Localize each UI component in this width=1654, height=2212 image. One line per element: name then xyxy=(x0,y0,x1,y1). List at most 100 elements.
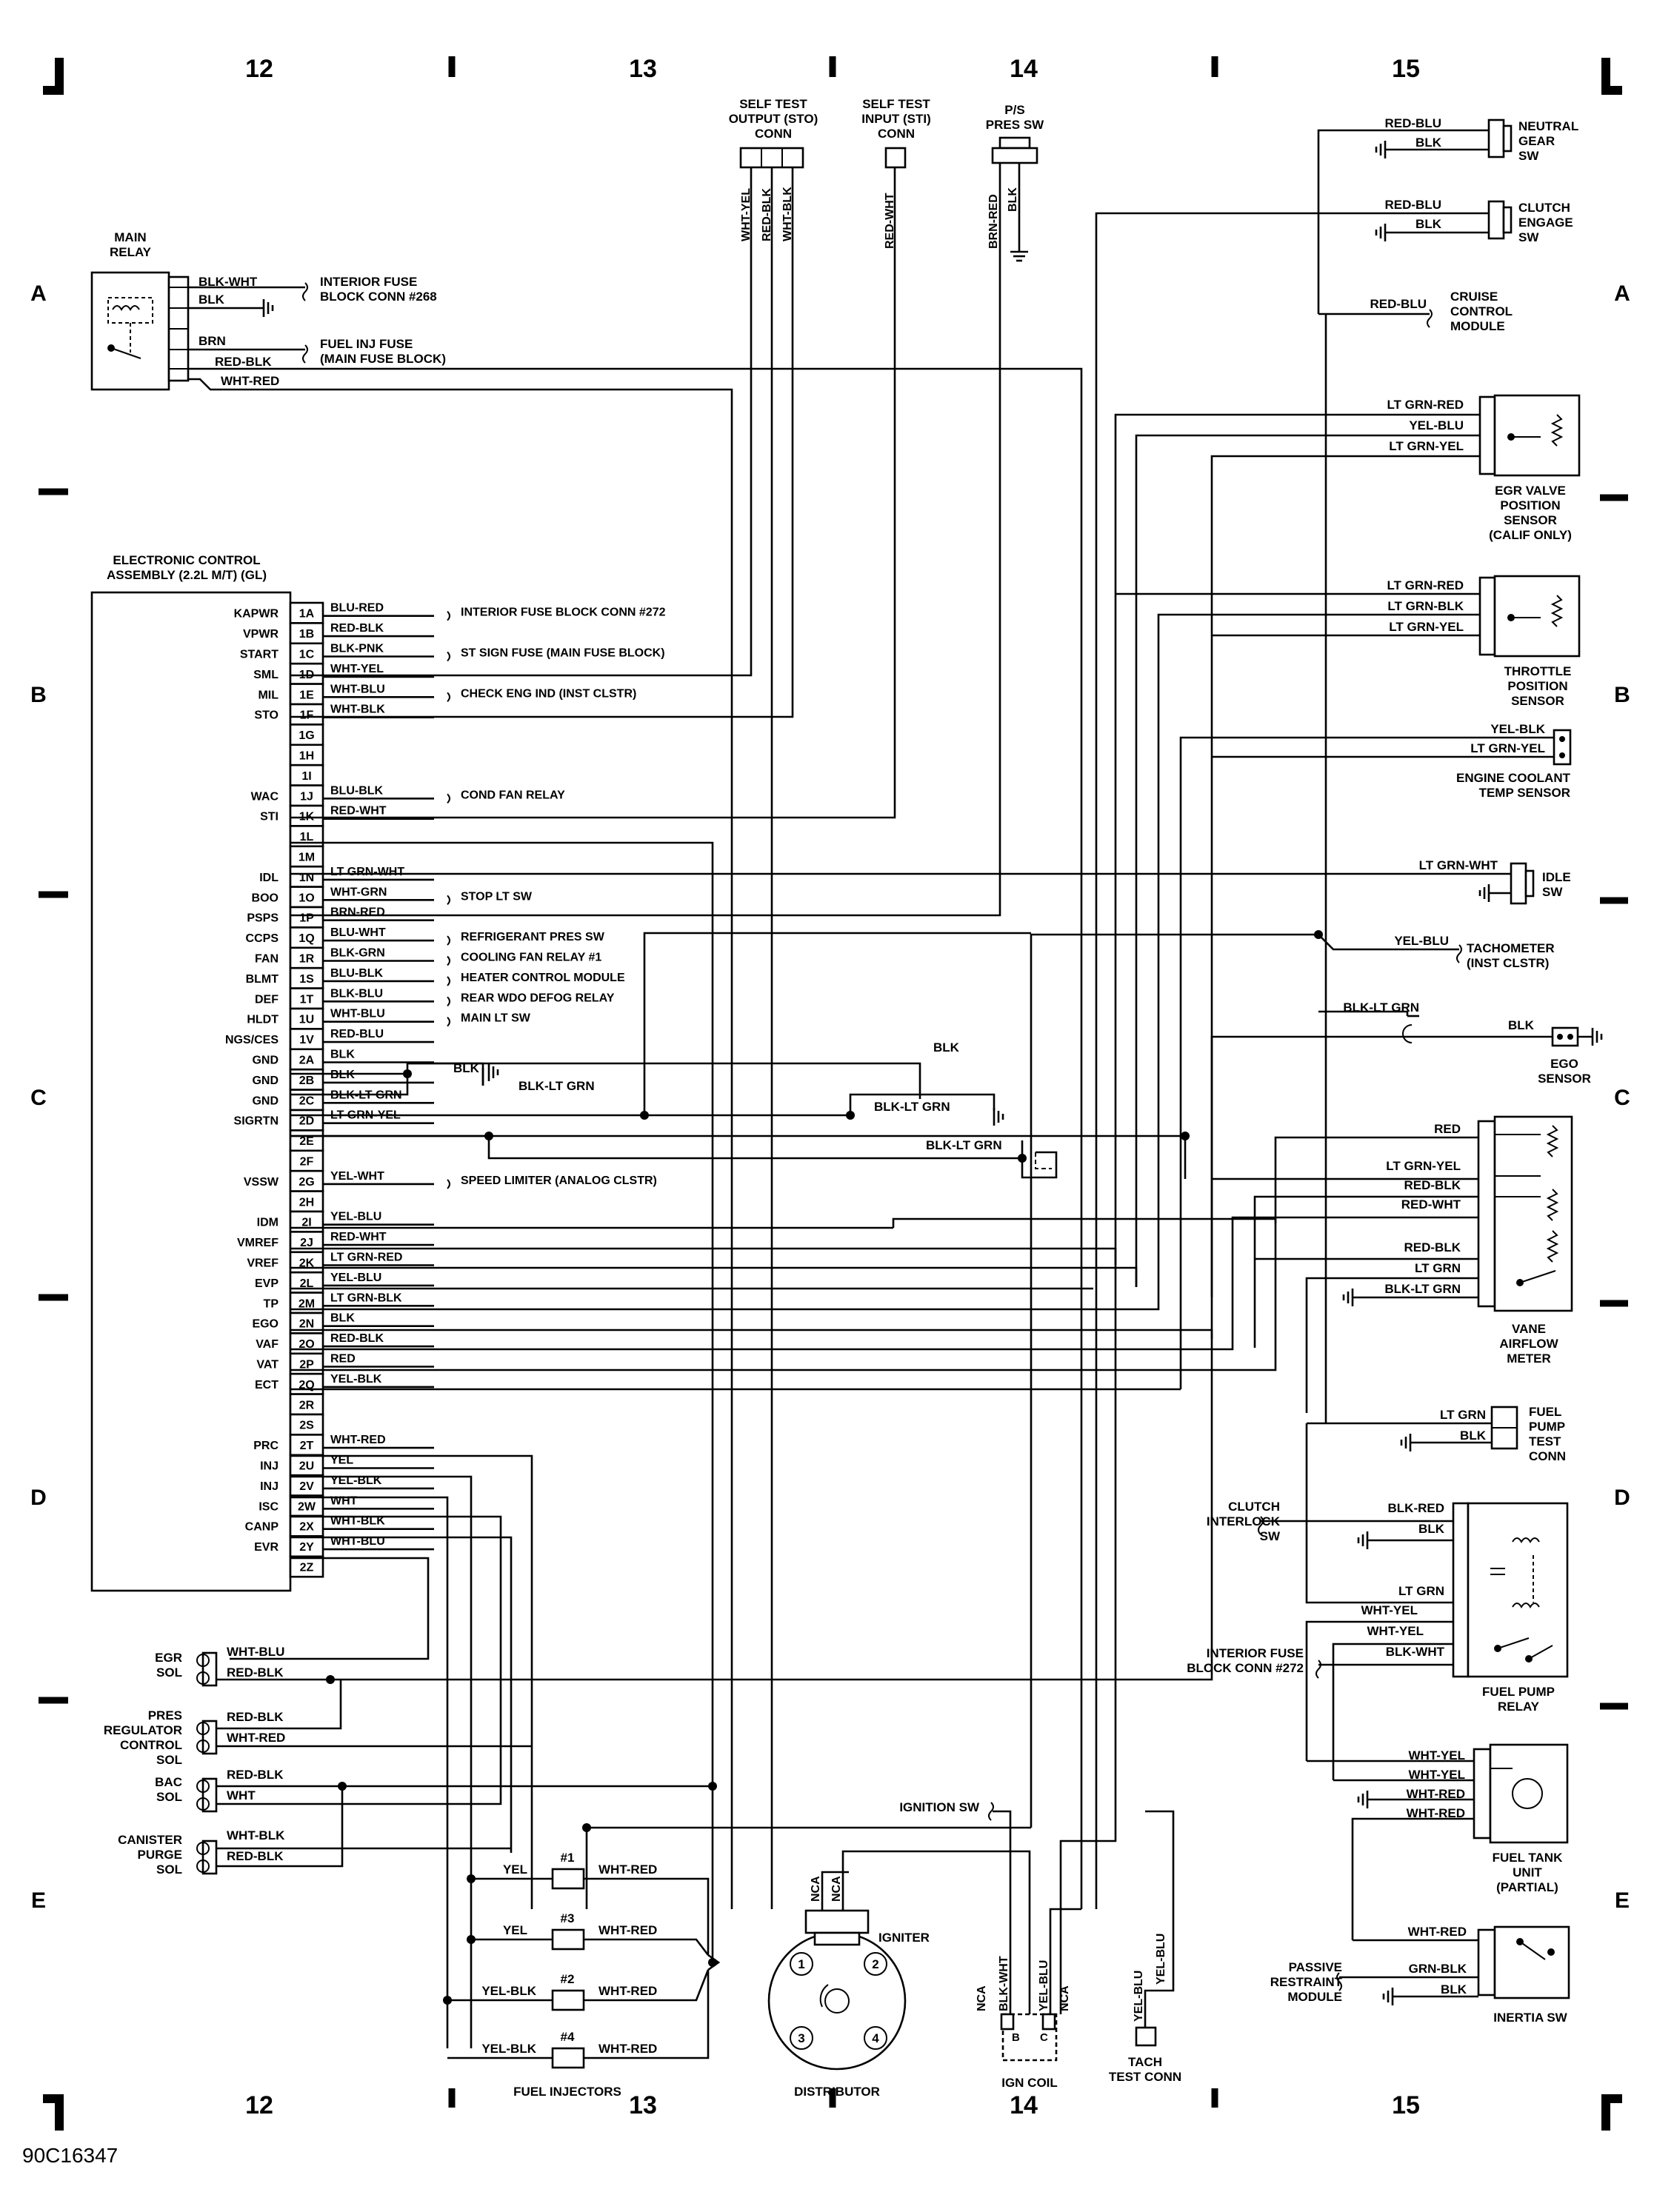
ecu-pin-wire: BRN-RED xyxy=(330,906,385,919)
ps-body xyxy=(991,147,1038,164)
ecu-pin-wire: RED-WHT xyxy=(330,1231,387,1243)
ecu-pin-signal: MIL xyxy=(258,689,279,701)
inertia-wire-2: GRN-BLK xyxy=(1409,1962,1467,1976)
clutch-int-label-line3: SW xyxy=(1260,1529,1281,1543)
tank-label-line1: FUEL TANK xyxy=(1493,1851,1563,1865)
sti-wire: RED-WHT xyxy=(884,193,896,249)
sti-label-line1: SELF TEST xyxy=(862,97,930,111)
pres-sol-label-line2: REGULATOR xyxy=(104,1723,182,1737)
distributor-cap xyxy=(767,1931,907,2071)
coil-mark-b: B xyxy=(1012,2031,1020,2044)
vaf-wire-1: RED xyxy=(1434,1122,1461,1136)
ecu-pin-signal: ISC xyxy=(259,1500,279,1513)
ground-network: BLK BLK BLK-LT GRN BLK-LT GRN BLK-LT GRN xyxy=(290,932,1409,1179)
ecu-pin-signal: GND xyxy=(252,1055,279,1067)
col-label-12: 12 xyxy=(245,55,273,83)
ecu-pin-signal: PRC xyxy=(253,1440,279,1452)
ecu-pin-id: 2C xyxy=(299,1095,315,1107)
coolant-temp-sensor: YEL-BLK LT GRN-YEL ENGINE COOLANT TEMP S… xyxy=(1179,722,1572,1389)
sto-wire-3: WHT-BLK xyxy=(781,187,794,241)
ign-coil-label: IGN COIL xyxy=(1001,2076,1058,2090)
canister-label-line1: CANISTER xyxy=(118,1833,182,1847)
gnd-blk-label: BLK xyxy=(453,1061,480,1075)
ecu-pin-wire: BLK-GRN xyxy=(330,947,385,960)
pres-sol-label-line1: PRES xyxy=(148,1708,182,1723)
ecu-pin-cell xyxy=(289,1555,324,1578)
vaf-label-line1: VANE xyxy=(1512,1322,1546,1336)
canister-wire-1: WHT-BLK xyxy=(227,1828,285,1842)
ecu-pin-signal: KAPWR xyxy=(234,608,279,621)
pres-sol-label-line3: CONTROL xyxy=(120,1738,182,1752)
col-label-15-bottom: 15 xyxy=(1392,2091,1420,2119)
int-fuse-label-line1: INTERIOR FUSE xyxy=(1207,1646,1304,1660)
injectors-label: FUEL INJECTORS xyxy=(513,2085,621,2099)
ecu-pin-wire: RED xyxy=(330,1353,356,1366)
cruise-label-line1: CRUISE xyxy=(1450,290,1498,304)
inj4-left: YEL-BLK xyxy=(481,2042,536,2056)
tank-label-line3: (PARTIAL) xyxy=(1496,1880,1558,1894)
clutch-label-line2: ENGAGE xyxy=(1518,215,1573,230)
tach-conn-wire-2: YEL-BLU xyxy=(1155,1934,1167,1985)
cyl-2: 2 xyxy=(872,1957,878,1971)
ecu-pin-signal: VSSW xyxy=(244,1176,279,1189)
ground-icon xyxy=(262,299,274,317)
ecu-pin-wire: LT GRN-BLK xyxy=(330,1292,402,1304)
ecu-pin-wire: YEL-BLU xyxy=(330,1272,381,1284)
ecu: ELECTRONIC CONTROL ASSEMBLY (2.2L M/T) (… xyxy=(90,553,666,1592)
ground-icon xyxy=(1382,1988,1394,2005)
ecu-pin-id: 1J xyxy=(300,790,313,803)
ground-icon xyxy=(481,1063,499,1086)
main-relay-wire-5: WHT-RED xyxy=(221,374,279,388)
canister-wire-2: RED-BLK xyxy=(227,1849,284,1863)
fp-relay-label-line2: RELAY xyxy=(1498,1700,1540,1714)
ego-sensor: BLK BLK-LT GRN EGO SENSOR xyxy=(1210,1000,1603,1339)
inertia-wire-3: BLK xyxy=(1441,1982,1467,1997)
ecu-pin-cell xyxy=(289,865,324,888)
vaf-wire-5: RED-BLK xyxy=(1404,1240,1461,1254)
tach-conn-label-line1: TACH xyxy=(1128,2055,1162,2069)
ps-label-line1: P/S xyxy=(1004,103,1024,117)
tach-label-line2: (INST CLSTR) xyxy=(1467,956,1549,970)
ecu-pin-signal: BOO xyxy=(252,892,279,904)
injector-1: YEL #1 WHT-RED xyxy=(467,1851,710,1955)
tach-test-connector: YEL-BLU YEL-BLU TACH TEST CONN xyxy=(1109,1810,1181,2084)
idle-switch: LT GRN-WHT IDLE SW xyxy=(290,858,1571,905)
dist-nca-2: NCA xyxy=(830,1876,843,1902)
ecu-pin-wire: LT GRN-WHT xyxy=(330,866,404,878)
coil-wire-2: BLK-WHT xyxy=(998,1956,1010,2011)
ecu-pin-destination: COOLING FAN RELAY #1 xyxy=(461,952,601,964)
ecu-pin-signal: START xyxy=(240,649,279,661)
pressure-regulator-solenoid: RED-BLK WHT-RED PRES REGULATOR CONTROL S… xyxy=(104,1680,532,1767)
ecu-pin-connector-mark xyxy=(447,935,450,946)
ps-wire-1: BRN-RED xyxy=(987,194,1000,249)
ecu-pin-cell xyxy=(289,744,324,766)
ignition-coil: NCA BLK-WHT YEL-BLU NCA B C IGN COIL xyxy=(976,1265,1117,2090)
ecu-pin-id: 2W xyxy=(298,1500,316,1513)
egr-sol-wire-1: WHT-BLU xyxy=(227,1645,284,1659)
ground-icon xyxy=(1478,884,1490,902)
ecu-pin-destination: ST SIGN FUSE (MAIN FUSE BLOCK) xyxy=(461,647,665,660)
ecu-pin-wire: YEL-BLK xyxy=(330,1373,382,1386)
egr-pos-wire-1: LT GRN-RED xyxy=(1387,398,1464,412)
ecu-pin-wire: RED-BLK xyxy=(330,1332,384,1345)
ecu-pin-id: 2K xyxy=(299,1257,315,1270)
fp-relay-wire-4: WHT-YEL xyxy=(1361,1603,1418,1617)
ecu-pin-signal: BLMT xyxy=(246,973,279,986)
ect-label-line2: TEMP SENSOR xyxy=(1479,786,1570,800)
sto-label-line3: CONN xyxy=(755,127,792,141)
ecu-pin-wire: BLK xyxy=(330,1312,355,1325)
ecu-pin-cell xyxy=(289,683,324,706)
vaf-wire-6: LT GRN xyxy=(1415,1261,1461,1275)
ecu-pin-wire: WHT-BLU xyxy=(330,1008,385,1020)
ecu-pin-destination: SPEED LIMITER (ANALOG CLSTR) xyxy=(461,1175,657,1187)
ecu-pin-signal: GND xyxy=(252,1095,279,1107)
ecu-pin-wire: BLK-PNK xyxy=(330,643,384,655)
ecu-pin-connector-mark xyxy=(447,955,450,966)
ecu-pin-signal: EGO xyxy=(252,1318,279,1331)
ground-icon xyxy=(1342,1289,1354,1306)
ecu-pin-signal: SML xyxy=(253,669,279,681)
ecu-pin-cell xyxy=(289,1372,324,1395)
row-label-b: B xyxy=(30,683,47,707)
ecu-pin-destination: MAIN LT SW xyxy=(461,1012,531,1025)
ecu-pin-id: 2B xyxy=(299,1075,314,1087)
